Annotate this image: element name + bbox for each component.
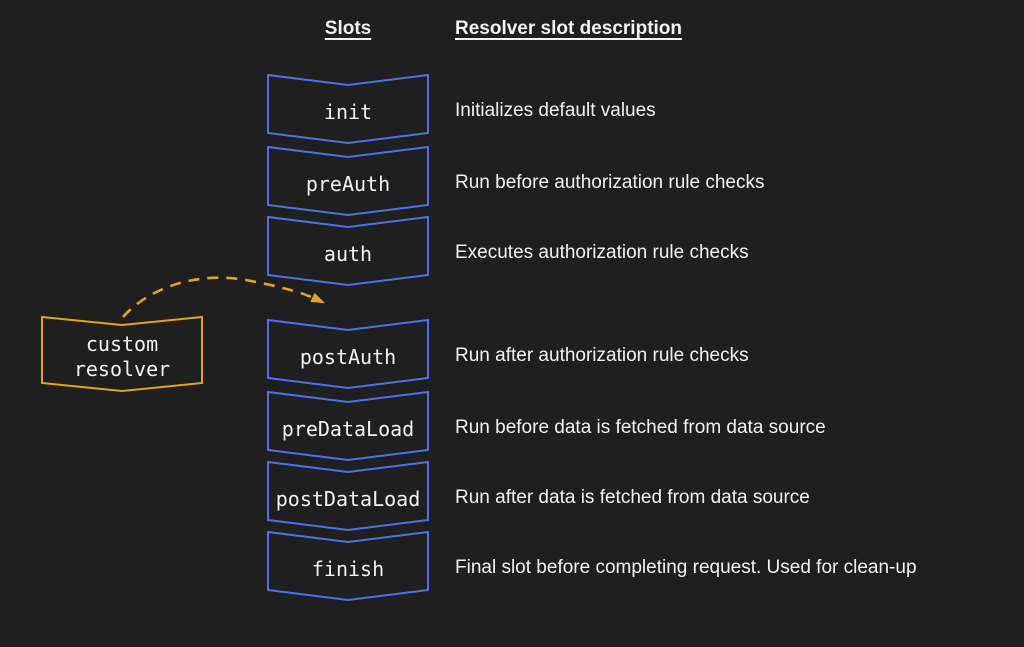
slot-row: preDataLoad Run before data is fetched f…: [266, 390, 1006, 462]
slot-chevron-box: init: [266, 73, 430, 145]
slot-description: Run after data is fetched from data sour…: [455, 487, 810, 508]
slot-row: auth Executes authorization rule checks: [266, 215, 1006, 287]
slot-row: finish Final slot before completing requ…: [266, 530, 1006, 602]
slot-description: Final slot before completing request. Us…: [455, 557, 917, 578]
slot-description: Initializes default values: [455, 100, 656, 121]
slot-label: postDataLoad: [275, 486, 421, 511]
slot-row: postDataLoad Run after data is fetched f…: [266, 460, 1006, 532]
slot-label: finish: [311, 556, 385, 581]
slot-chevron-box: preAuth: [266, 145, 430, 217]
slot-chevron-box: postAuth: [266, 318, 430, 390]
custom-resolver-label: custom resolver: [73, 332, 171, 381]
slot-row: init Initializes default values: [266, 73, 1006, 145]
slot-row: preAuth Run before authorization rule ch…: [266, 145, 1006, 217]
slot-label: postAuth: [299, 344, 397, 369]
slot-description: Executes authorization rule checks: [455, 242, 749, 263]
slot-label: auth: [323, 241, 373, 266]
slot-label: init: [323, 99, 373, 124]
slot-label: preAuth: [305, 171, 391, 196]
slots-column-header: Slots: [324, 18, 372, 39]
slot-row: postAuth Run after authorization rule ch…: [266, 318, 1006, 390]
slot-description: Run before data is fetched from data sou…: [455, 417, 826, 438]
slot-chevron-box: postDataLoad: [266, 460, 430, 532]
slot-chevron-box: auth: [266, 215, 430, 287]
slot-label: preDataLoad: [281, 416, 415, 441]
description-column-header: Resolver slot description: [455, 18, 683, 39]
custom-resolver-chevron-shape: [41, 315, 203, 393]
custom-resolver-box: custom resolver: [40, 315, 204, 393]
slot-chevron-box: preDataLoad: [266, 390, 430, 462]
slot-description: Run before authorization rule checks: [455, 172, 765, 193]
slot-description: Run after authorization rule checks: [455, 345, 749, 366]
slot-chevron-box: finish: [266, 530, 430, 602]
